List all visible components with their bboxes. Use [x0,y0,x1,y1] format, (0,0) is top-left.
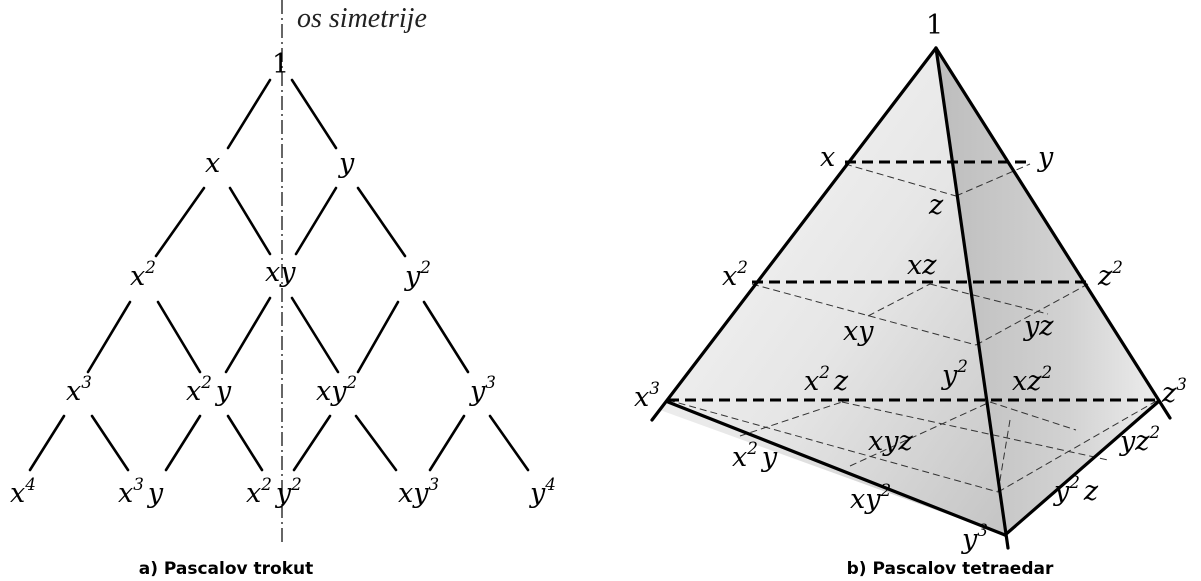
tetra-label-y3: y3 [961,520,988,555]
tetra-label-x: x [820,142,835,173]
tetra-label-y: y [1037,142,1054,173]
tetra-edge-left [650,46,938,422]
pascal-triangle: os simetrije 1 x y [10,0,556,579]
triangle-edges [28,78,530,472]
triangle-node-y: y [338,148,355,179]
tetra-edge-front [934,46,1010,550]
triangle-node-y3: y3 [469,372,496,407]
triangle-node-x3: x3 [66,372,92,407]
tetra-edge-bottom-right [1003,400,1160,537]
triangle-node-y4: y4 [529,474,556,509]
tetra-label-xz: xz [907,250,937,281]
tetra-edge-right [934,46,1172,420]
tetra-label-y2: y2 [941,356,968,391]
tetrahedron-caption: b) Pascalov tetraedar [847,559,1054,579]
triangle-node-x4: x4 [10,474,36,509]
tetra-face-left [660,48,1005,535]
tetra-label-xz2: xz2 [1012,362,1052,397]
tetra-label-z3: z3 [1161,374,1187,409]
triangle-node-1: 1 [272,49,289,80]
triangle-node-xy2: xy2 [316,372,357,407]
tetra-label-xy2: xy2 [850,480,891,515]
tetra-label-xyz: xyz [868,426,913,457]
tetra-label-xy: xy [843,316,874,347]
triangle-node-xy3: xy3 [398,474,439,509]
tetra-inner-grid [667,163,1159,493]
triangle-caption: a) Pascalov trokut [139,559,314,579]
tetra-label-z2: z2 [1097,257,1123,292]
tetra-edge-bottom-left [666,400,1007,537]
triangle-node-x: x [205,148,220,179]
triangle-node-x2: x2 [130,257,156,292]
tetra-label-yz: yz [1023,311,1054,342]
triangle-node-xy: xy [265,257,296,288]
tetra-label-x2: x2 [722,257,748,292]
symmetry-axis-label: os simetrije [297,3,427,34]
tetra-label-yz2: yz2 [1119,422,1160,457]
tetra-label-z: z [928,190,944,221]
tetra-apex-label: 1 [926,10,943,41]
tetra-label-x3: x3 [634,378,660,413]
triangle-node-y2: y2 [404,257,431,292]
tetra-face-right [936,48,1158,535]
